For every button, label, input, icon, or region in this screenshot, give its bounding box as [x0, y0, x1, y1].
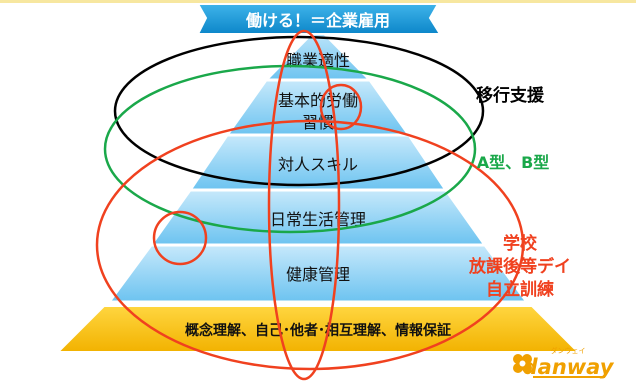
small-circle-work-habit: [319, 83, 363, 131]
flower-icon: [513, 354, 532, 373]
tier-label-social-skills: 対人スキル: [278, 155, 358, 174]
base-label: 概念理解、自己･他者･相互理解、情報保証: [185, 322, 451, 339]
vertical-ellipse: [267, 29, 341, 381]
annotations: 移行支援 A型、B型 学校 放課後等デイ 自立訓練: [468, 85, 571, 300]
top-band: [0, 0, 636, 3]
logo-ruby: ダンウェイ: [551, 346, 586, 355]
ab-type-ellipse: [103, 64, 477, 234]
danway-logo: ダンウェイ danway: [513, 346, 615, 379]
small-circle-daily-living: [152, 210, 208, 266]
banner-shape: [196, 3, 442, 35]
ab-type-label: A型、B型: [477, 153, 550, 172]
banner-title: 働ける！＝企業雇用: [245, 11, 390, 30]
pyramid: [55, 24, 581, 353]
tier-label-work-habit-line2: 習慣: [302, 113, 334, 132]
title-banner: 働ける！＝企業雇用: [196, 3, 442, 35]
pyramid-tier-5: [106, 243, 530, 304]
tier-label-work-habit-line1: 基本的労働: [278, 91, 358, 110]
school-ellipse: [95, 119, 525, 371]
tier-label-daily-living: 日常生活管理: [270, 210, 366, 229]
transition-support-label: 移行支援: [476, 85, 545, 106]
logo-underline: [533, 376, 605, 378]
independence-training-label: 自立訓練: [486, 279, 554, 300]
support-ellipses: [95, 29, 525, 381]
school-label: 学校: [503, 233, 538, 254]
tier-label-health: 健康管理: [286, 265, 350, 284]
transition-support-ellipse: [113, 35, 485, 187]
after-school-day-service-label: 放課後等デイ: [468, 256, 571, 277]
logo-text: danway: [523, 355, 615, 379]
